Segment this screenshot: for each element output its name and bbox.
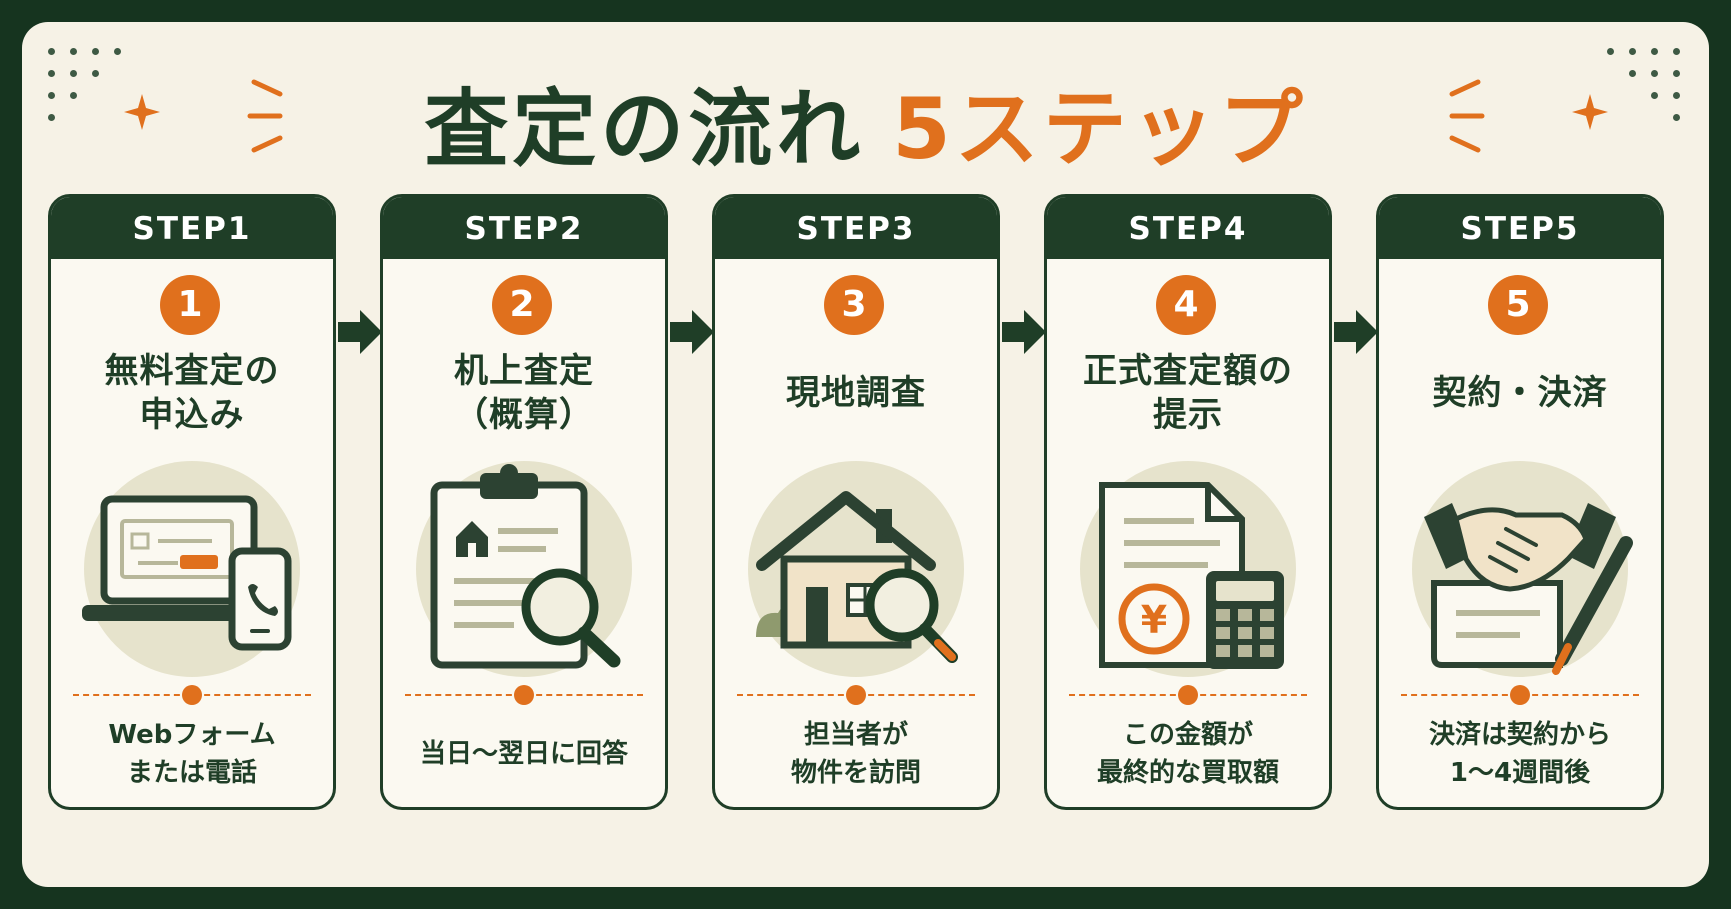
- step-note-line: 最終的な買取額: [1096, 758, 1279, 788]
- step-card-3: STEP3 3 現地調査 担当者が 物件を訪問: [712, 194, 1000, 810]
- step-label: STEP1: [51, 197, 333, 259]
- step-label: STEP2: [383, 197, 665, 259]
- house-search-icon: [748, 461, 964, 677]
- infographic-panel: 査定の流れ 5ステップ STEP1 1 無料査定の 申込み Webフォーム または…: [22, 22, 1709, 887]
- step-note: 当日〜翌日に回答: [389, 713, 659, 795]
- step-title-line: 現地調査: [786, 373, 926, 413]
- step-title-line: 無料査定の: [104, 351, 280, 391]
- title-accent: 5ステップ: [892, 80, 1307, 178]
- laptop-phone-icon: [82, 461, 300, 677]
- divider-dot: [1510, 685, 1530, 705]
- step-card-4: STEP4 4 正式査定額の 提示 ¥ この金額が 最: [1044, 194, 1332, 810]
- title-main: 査定の流れ: [424, 80, 865, 178]
- handshake-contract-icon: [1412, 461, 1633, 677]
- clipboard-search-icon: [416, 461, 632, 677]
- step-label: STEP3: [715, 197, 997, 259]
- page-title: 査定の流れ 5ステップ: [22, 74, 1709, 184]
- divider-dot: [514, 685, 534, 705]
- step-title-line: 提示: [1153, 395, 1223, 435]
- step-number-badge: 5: [1488, 275, 1548, 335]
- divider-dot: [846, 685, 866, 705]
- burst-lines-right: [1449, 79, 1485, 153]
- step-label: STEP4: [1047, 197, 1329, 259]
- step-title-line: 申込み: [139, 395, 245, 435]
- step-title-line: 正式査定額の: [1083, 351, 1293, 391]
- step-title: 現地調査: [721, 347, 991, 439]
- step-title: 正式査定額の 提示: [1053, 347, 1323, 439]
- sparkle-icon-left: [124, 94, 160, 130]
- divider-dot: [182, 685, 202, 705]
- divider-dot: [1178, 685, 1198, 705]
- arrow-right-icon: [1334, 310, 1378, 354]
- step-title-line: （概算）: [454, 395, 594, 435]
- step-card-1: STEP1 1 無料査定の 申込み Webフォーム または電話: [48, 194, 336, 810]
- arrow-right-icon: [1002, 310, 1046, 354]
- step-note-line: 1〜4週間後: [1449, 758, 1591, 788]
- svg-text:¥: ¥: [1141, 598, 1167, 642]
- step-card-2: STEP2 2 机上査定 （概算） 当日〜翌日に回答: [380, 194, 668, 810]
- step-note-line: 担当者が: [803, 720, 908, 750]
- step-title: 机上査定 （概算）: [389, 347, 659, 439]
- step-note: Webフォーム または電話: [57, 713, 327, 795]
- step-card-5: STEP5 5 契約・決済 決済は契約から 1〜4週間後: [1376, 194, 1664, 810]
- step-note: 担当者が 物件を訪問: [721, 713, 991, 795]
- step-note-line: 当日〜翌日に回答: [419, 739, 628, 769]
- arrow-right-icon: [670, 310, 714, 354]
- step-number-badge: 3: [824, 275, 884, 335]
- step-title: 契約・決済: [1385, 347, 1655, 439]
- sparkle-icon-right: [1572, 94, 1608, 130]
- decorative-dots-left: [46, 46, 126, 126]
- document-yen-calculator-icon: ¥: [1080, 461, 1296, 677]
- step-note-line: Webフォーム: [108, 720, 276, 750]
- decorative-dots-right: [1605, 46, 1685, 126]
- burst-lines-left: [247, 79, 283, 153]
- step-title: 無料査定の 申込み: [57, 347, 327, 439]
- step-number-badge: 4: [1156, 275, 1216, 335]
- step-number-badge: 2: [492, 275, 552, 335]
- step-note: 決済は契約から 1〜4週間後: [1385, 713, 1655, 795]
- step-title-line: 机上査定: [454, 351, 594, 391]
- step-note-line: 物件を訪問: [790, 758, 921, 788]
- step-note-line: または電話: [126, 758, 257, 788]
- step-label: STEP5: [1379, 197, 1661, 259]
- step-note-line: 決済は契約から: [1428, 720, 1611, 750]
- step-note: この金額が 最終的な買取額: [1053, 713, 1323, 795]
- step-number-badge: 1: [160, 275, 220, 335]
- step-title-line: 契約・決済: [1432, 373, 1608, 413]
- arrow-right-icon: [338, 310, 382, 354]
- step-note-line: この金額が: [1122, 720, 1253, 750]
